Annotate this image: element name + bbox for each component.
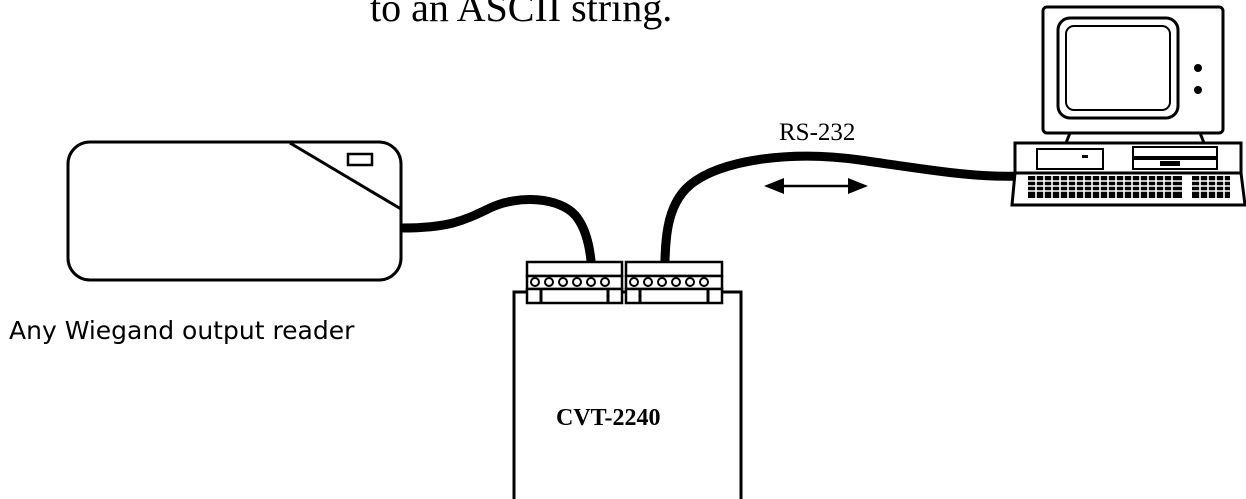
converter-label: CVT-2240 xyxy=(556,405,661,431)
desktop-computer-icon xyxy=(1010,5,1246,207)
bidirectional-arrow-icon xyxy=(764,178,868,194)
card-reader-icon xyxy=(66,140,403,282)
reader-caption: Any Wiegand output reader xyxy=(9,316,355,345)
converter-box xyxy=(512,290,743,499)
wiegand-cable xyxy=(401,195,598,291)
rs232-label: RS-232 xyxy=(779,119,856,146)
terminal-block-left xyxy=(525,260,624,305)
terminal-block-right xyxy=(624,260,724,305)
rs232-cable xyxy=(660,151,1023,291)
diagram-title: to an ASCII string. xyxy=(370,0,673,30)
